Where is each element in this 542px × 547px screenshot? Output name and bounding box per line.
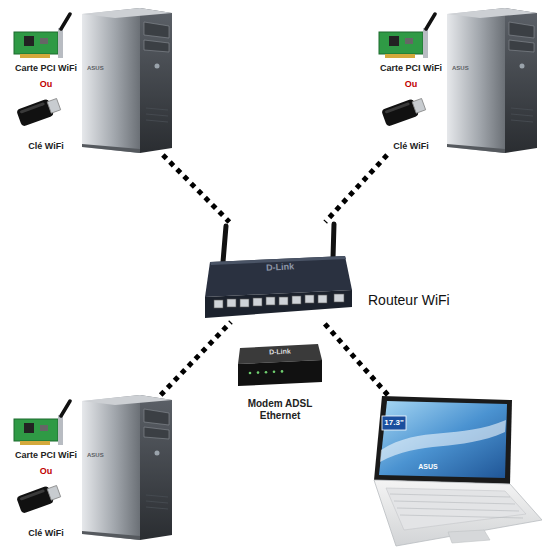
computer-node: Carte PCI WiFiOuClé WiFi ASUS	[5, 395, 175, 542]
modem-node: D-LinkModem ADSL Ethernet	[238, 340, 322, 388]
modem-illustration	[238, 344, 322, 386]
adapter-label: Carte PCI WiFi	[5, 63, 87, 73]
brand-logo: ASUS	[87, 65, 117, 72]
wifi-link	[161, 322, 231, 395]
computer-node: Carte PCI WiFiOuClé WiFi ASUS	[5, 8, 175, 155]
computer-illustration	[379, 8, 537, 153]
adapter-label: Carte PCI WiFi	[5, 450, 87, 460]
adapter-label: Clé WiFi	[5, 141, 87, 151]
laptop-node: 17.3" ASUS	[368, 395, 542, 547]
brand-logo: D-Link	[256, 347, 304, 358]
or-label: Ou	[5, 79, 87, 89]
router-illustration	[205, 224, 352, 318]
adapter-label: Clé WiFi	[5, 528, 87, 538]
router-node: D-LinkRouteur WiFi	[205, 222, 353, 322]
adapter-label: Carte PCI WiFi	[370, 63, 452, 73]
brand-logo: ASUS	[452, 65, 482, 72]
wifi-link	[323, 322, 388, 395]
wifi-link	[325, 155, 387, 222]
computer-illustration	[14, 395, 172, 540]
or-label: Ou	[5, 466, 87, 476]
computer-node: Carte PCI WiFiOuClé WiFi ASUS	[370, 8, 540, 155]
or-label: Ou	[370, 79, 452, 89]
brand-logo: ASUS	[87, 452, 117, 459]
screen-size-badge: 17.3"	[382, 418, 406, 427]
brand-logo: D-Link	[245, 260, 315, 274]
device-label: Modem ADSL Ethernet	[245, 398, 315, 421]
device-label: Routeur WiFi	[368, 292, 488, 308]
adapter-label: Clé WiFi	[370, 141, 452, 151]
wifi-link	[163, 155, 229, 222]
computer-illustration	[14, 8, 172, 153]
brand-logo: ASUS	[410, 463, 446, 471]
laptop-illustration	[374, 396, 542, 546]
